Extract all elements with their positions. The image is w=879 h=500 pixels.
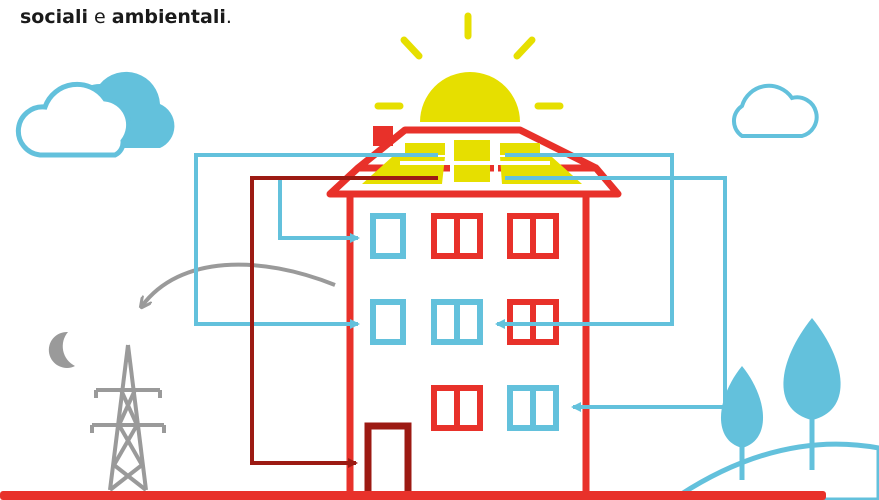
solar-panel-grid — [400, 140, 550, 186]
caption-connector: e — [94, 6, 106, 28]
window-icon — [431, 213, 483, 259]
window-icon — [370, 299, 406, 345]
grid-export-arrow — [142, 262, 336, 306]
caption: sociali e ambientali. — [20, 6, 232, 28]
ground-line — [0, 491, 826, 500]
cloud-icon — [15, 71, 175, 158]
window-icon — [431, 385, 483, 431]
caption-punct: . — [225, 6, 232, 28]
window-icon — [431, 299, 483, 345]
sun-icon — [374, 12, 564, 122]
cloud-icon — [732, 83, 819, 138]
caption-word-sociali: sociali — [20, 6, 88, 28]
solar-flow-lines — [194, 153, 727, 412]
building — [346, 196, 590, 494]
moon-icon — [48, 331, 75, 368]
power-pylon-icon — [90, 344, 166, 492]
door-icon — [364, 422, 412, 494]
window-icon — [507, 213, 559, 259]
caption-word-ambientali: ambientali — [111, 6, 226, 28]
window-icon — [370, 213, 406, 259]
tree-icon — [677, 318, 879, 500]
heat-flow-line — [250, 176, 438, 468]
window-icon — [507, 385, 559, 431]
